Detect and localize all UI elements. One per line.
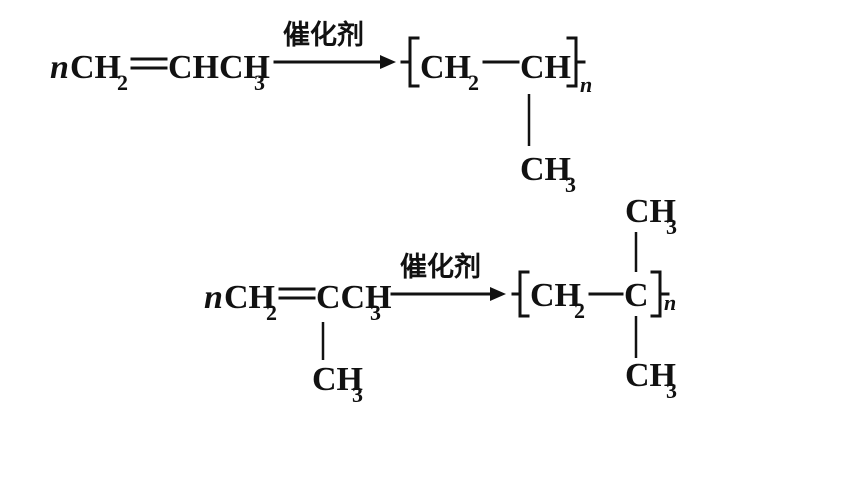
r1-reactant-right-sub: 3 bbox=[254, 70, 265, 95]
r1-product-branch: CH bbox=[520, 151, 571, 188]
r2-reactant-branch-sub: 3 bbox=[352, 382, 363, 407]
r2-product-branch-bottom: CH bbox=[625, 357, 676, 394]
r1-reactant-right: CHCH bbox=[168, 49, 270, 86]
r1-coefficient: n bbox=[50, 49, 69, 86]
r1-product-chain-left-sub: 2 bbox=[468, 70, 479, 95]
r2-product-branch-top: CH bbox=[625, 193, 676, 230]
r2-product-branch-bottom-sub: 3 bbox=[666, 378, 677, 403]
r2-repeat-index: n bbox=[664, 290, 676, 315]
r2-coefficient: n bbox=[204, 279, 223, 316]
r2-product-chain-left: CH bbox=[530, 277, 581, 314]
r2-reaction-arrow: 催化剂 bbox=[390, 252, 506, 301]
r2-arrow-head bbox=[490, 287, 506, 301]
reaction-1: n CH 2 CHCH 3 催化剂 CH 2 CH n CH 3 bbox=[50, 20, 592, 197]
r2-product-chain-right: C bbox=[624, 277, 649, 314]
reaction-2: n CH 2 CCH 3 CH 3 催化剂 CH 2 C n bbox=[204, 193, 677, 407]
r1-arrow-head bbox=[380, 55, 396, 69]
r2-reactant-left-sub: 2 bbox=[266, 300, 277, 325]
r2-product-branch-top-sub: 3 bbox=[666, 214, 677, 239]
r1-reactant-left-sub: 2 bbox=[117, 70, 128, 95]
r1-product-chain-right: CH bbox=[520, 49, 571, 86]
r2-reactant-right-sub: 3 bbox=[370, 300, 381, 325]
r2-product-chain-left-sub: 2 bbox=[574, 298, 585, 323]
reaction-1-product: CH 2 CH n CH 3 bbox=[400, 36, 592, 197]
r2-reactant-left: CH bbox=[224, 279, 275, 316]
r1-repeat-index: n bbox=[580, 72, 592, 97]
r2-reactant-right: CCH bbox=[316, 279, 392, 316]
reaction-1-reactant: n CH 2 CHCH 3 bbox=[50, 49, 270, 95]
r1-product-chain-left: CH bbox=[420, 49, 471, 86]
r2-reactant-branch: CH bbox=[312, 361, 363, 398]
reaction-2-product: CH 2 C n CH 3 CH 3 bbox=[511, 193, 677, 403]
r1-product-branch-sub: 3 bbox=[565, 172, 576, 197]
r1-reactant-left: CH bbox=[70, 49, 121, 86]
r1-reaction-arrow: 催化剂 bbox=[273, 20, 396, 69]
r2-catalyst-label: 催化剂 bbox=[400, 252, 481, 283]
r1-catalyst-label: 催化剂 bbox=[283, 20, 364, 51]
reaction-2-reactant: n CH 2 CCH 3 CH 3 bbox=[204, 279, 392, 407]
